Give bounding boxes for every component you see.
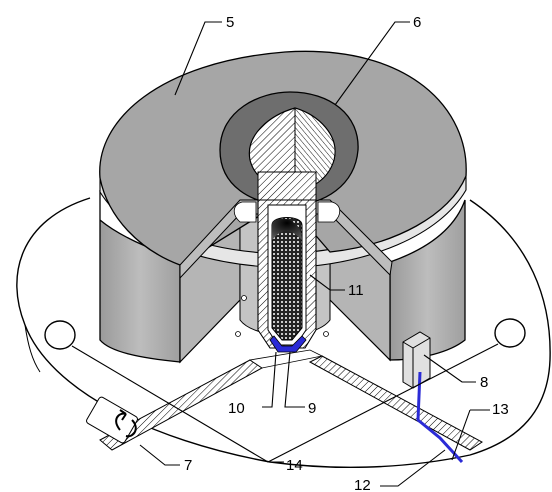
label-11: 11 <box>348 282 364 299</box>
leader-lines <box>71 21 499 487</box>
blue-tip <box>269 335 307 353</box>
label-5: 5 <box>226 14 234 31</box>
tube-assembly <box>233 171 341 353</box>
label-10: 10 <box>228 400 245 417</box>
port-left-icon <box>44 320 76 350</box>
label-14: 14 <box>286 457 303 474</box>
label-8: 8 <box>480 374 488 391</box>
labels: 5 6 11 8 10 9 13 7 14 12 <box>184 14 509 492</box>
label-9: 9 <box>308 400 316 417</box>
label-12: 12 <box>354 477 371 492</box>
blue-wire <box>416 371 464 464</box>
label-6: 6 <box>413 14 421 31</box>
label-7: 7 <box>184 457 192 474</box>
label-13: 13 <box>492 401 509 418</box>
rotation-icon <box>86 396 138 444</box>
sensor-box <box>402 331 464 464</box>
cut-wedge <box>99 349 483 451</box>
port-right-icon <box>494 318 526 348</box>
